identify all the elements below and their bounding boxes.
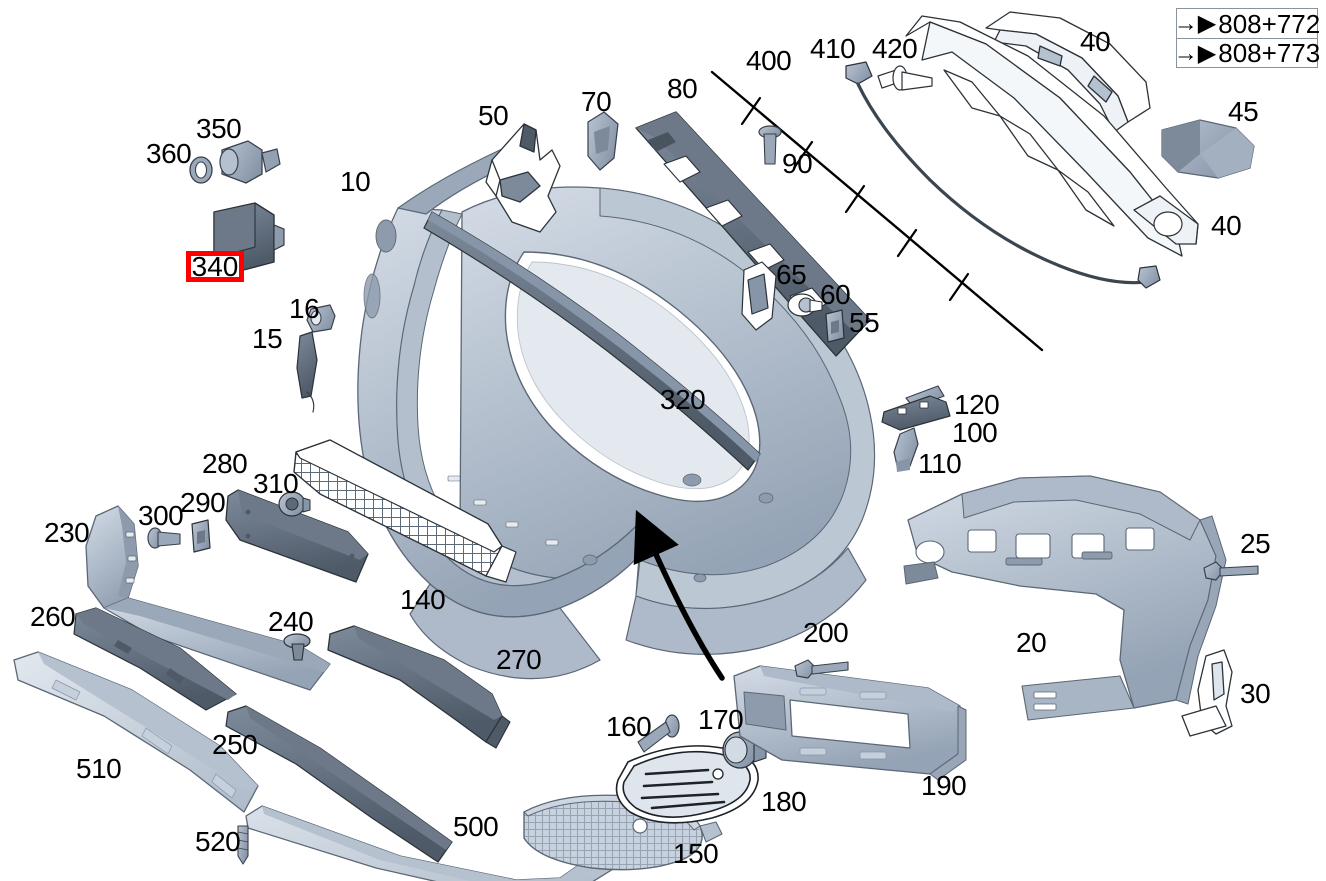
callout-label-180: 180 xyxy=(761,786,807,817)
callout-label-80: 80 xyxy=(667,73,698,104)
part-250-mid-trim xyxy=(225,705,453,863)
part-60-grommet xyxy=(787,293,823,317)
callout-label-260: 260 xyxy=(30,601,76,632)
part-290-clip xyxy=(191,519,211,553)
part-520-screw xyxy=(237,825,249,865)
callout-label-230: 230 xyxy=(44,517,90,548)
part-15-bracket xyxy=(296,331,318,413)
callout-label-290: 290 xyxy=(180,487,226,518)
part-110-pin xyxy=(893,427,919,472)
callout-label-250: 250 xyxy=(212,729,258,760)
callout-label-240: 240 xyxy=(268,606,314,637)
callout-label-50: 50 xyxy=(478,100,509,131)
part-240-clip xyxy=(283,633,311,661)
part-270-corner-trim xyxy=(327,625,511,749)
callout-label-520: 520 xyxy=(195,826,241,857)
callout-label-40: 40 xyxy=(1211,210,1242,241)
part-50-headlamp-bracket xyxy=(485,123,561,233)
part-100-rail xyxy=(881,395,951,431)
part-180-fog-bezel xyxy=(615,745,759,824)
callout-label-190: 190 xyxy=(921,770,967,801)
highlight-label: 340 xyxy=(191,250,239,282)
part-310-grommet xyxy=(278,491,311,517)
callout-label-70: 70 xyxy=(581,86,612,117)
callout-label-170: 170 xyxy=(698,704,744,735)
callout-label-45: 45 xyxy=(1228,96,1259,127)
part-40-crash-beam-lower xyxy=(905,15,1199,257)
legend-code-1: 808+772 xyxy=(1218,8,1321,39)
callout-label-110: 110 xyxy=(918,448,962,479)
part-140-center-grille xyxy=(293,439,517,583)
callout-label-280: 280 xyxy=(202,448,248,479)
part-45-absorber-block xyxy=(1161,119,1255,179)
part-400-seal-strip xyxy=(710,70,1044,352)
part-16-nut xyxy=(306,304,336,333)
callout-label-350: 350 xyxy=(196,113,242,144)
callout-label-25: 25 xyxy=(1240,528,1271,559)
callout-label-120: 120 xyxy=(954,389,1000,420)
part-25-rivet xyxy=(1203,561,1259,581)
part-510-spoiler xyxy=(13,651,259,813)
part-160-bolt xyxy=(637,714,680,753)
callout-label-10: 10 xyxy=(340,166,371,197)
legend-arrow-icon: →▶ xyxy=(1173,39,1217,67)
part-350-parking-sensor xyxy=(219,140,281,184)
part-300-bolt xyxy=(147,527,181,549)
legend-code-2: 808+773 xyxy=(1218,38,1321,68)
part-20-bumper-carrier xyxy=(903,475,1227,721)
callout-label-200: 200 xyxy=(803,617,849,648)
callout-label-100: 100 xyxy=(952,417,998,448)
part-280-plate-base xyxy=(225,489,369,583)
part-190-air-duct xyxy=(733,665,967,781)
part-30-wire-clip xyxy=(1181,649,1233,737)
part-90-bolt xyxy=(758,125,782,165)
part-320-trim-strip xyxy=(423,211,761,471)
callout-label-140: 140 xyxy=(400,584,446,615)
callout-label-65: 65 xyxy=(776,259,807,290)
legend-arrow-icon: →▶ xyxy=(1173,10,1217,37)
callout-label-15: 15 xyxy=(252,323,283,354)
callout-label-150: 150 xyxy=(673,838,719,869)
callout-label-320: 320 xyxy=(660,384,706,415)
callout-label-20: 20 xyxy=(1016,627,1047,658)
part-200-rivet xyxy=(794,659,849,679)
part-230-end-cap xyxy=(85,505,331,691)
part-70-bracket xyxy=(587,111,619,171)
part-65-center-support xyxy=(741,261,777,331)
part-420-expansion-rivet xyxy=(877,65,933,91)
callout-label-300: 300 xyxy=(138,500,184,531)
callout-label-160: 160 xyxy=(606,711,652,742)
callout-label-400: 400 xyxy=(746,45,792,76)
callout-label-90: 90 xyxy=(782,148,813,179)
callout-label-410: 410 xyxy=(810,33,856,64)
callout-label-360: 360 xyxy=(146,138,192,169)
legend-box: →▶ 808+772 →▶ 808+773 xyxy=(1173,8,1321,68)
legend-row: →▶ 808+772 xyxy=(1173,8,1321,39)
callout-label-270: 270 xyxy=(496,644,542,675)
callout-label-420: 420 xyxy=(872,33,918,64)
part-55-clip xyxy=(825,309,845,343)
callout-arrow xyxy=(633,509,725,681)
callout-label-16: 16 xyxy=(289,293,320,324)
callout-label-40: 40 xyxy=(1080,26,1111,57)
part-360-sensor-ring xyxy=(189,156,213,184)
part-40-crash-beam-upper xyxy=(985,11,1151,133)
callout-label-310: 310 xyxy=(253,468,299,499)
callout-label-55: 55 xyxy=(849,307,880,338)
callout-label-30: 30 xyxy=(1240,678,1271,709)
part-260-lower-trim xyxy=(73,607,237,711)
legend-row: →▶ 808+773 xyxy=(1173,38,1321,68)
part-410-sensor-wire xyxy=(845,61,1161,289)
part-80-support-bar xyxy=(635,111,871,357)
highlight-box-340: 340 xyxy=(186,251,244,282)
callout-label-60: 60 xyxy=(820,279,851,310)
callout-label-510: 510 xyxy=(76,753,122,784)
callout-label-500: 500 xyxy=(453,811,499,842)
